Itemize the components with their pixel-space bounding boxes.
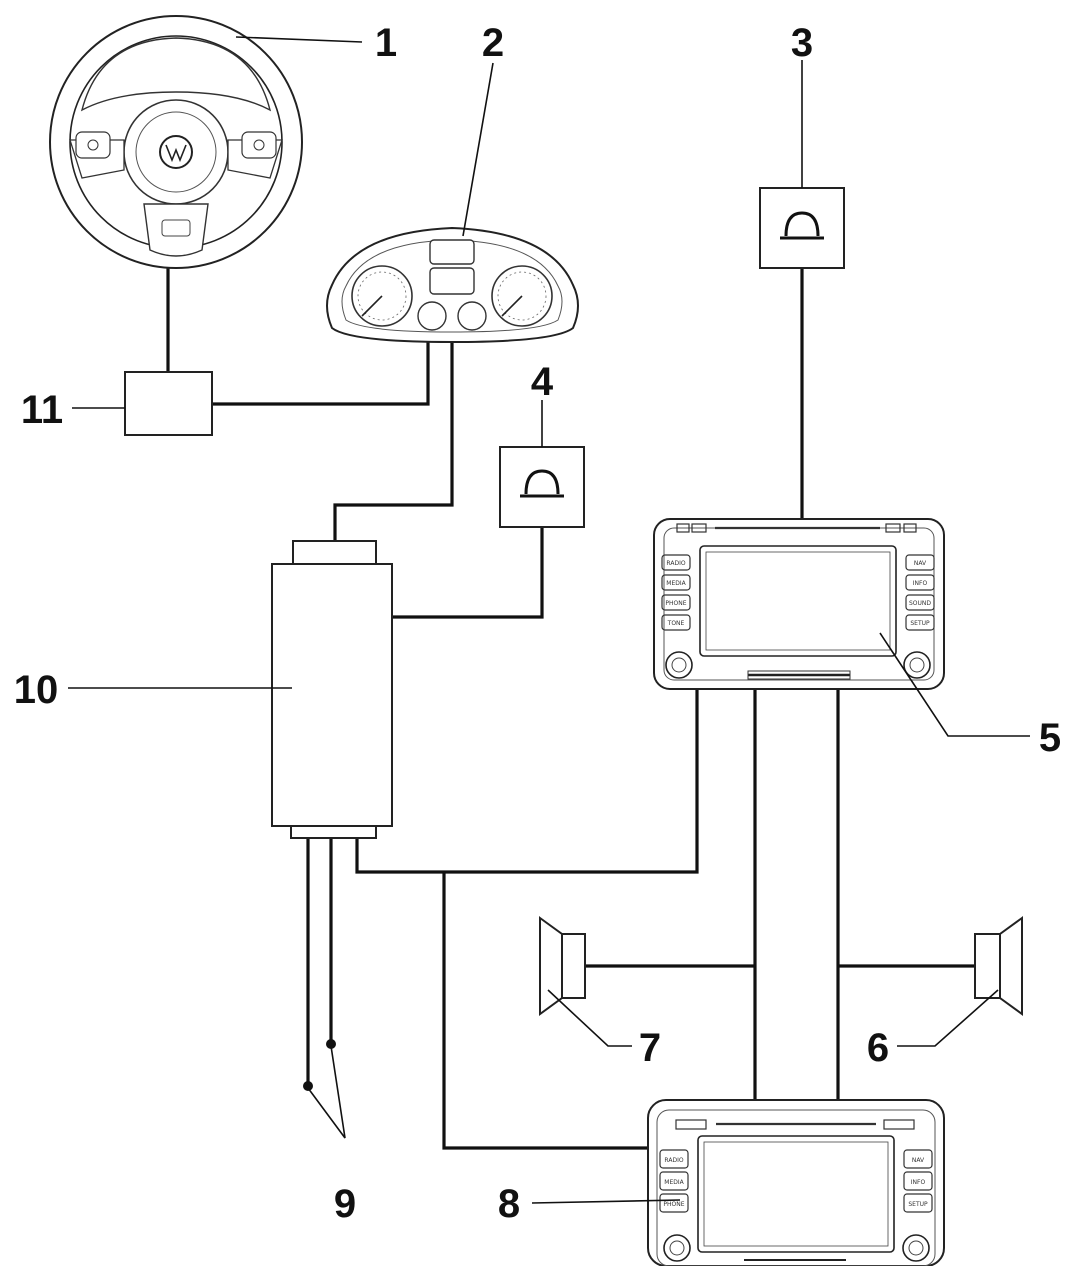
amplifier-unit [271,540,393,839]
cable-end-terminal-a [303,1081,313,1091]
callout-4: 4 [531,360,554,404]
radio-top-right-button-1: NAV [914,560,927,567]
antenna-module-4 [499,446,585,528]
leader-2 [462,62,494,237]
leader-lines [68,36,1030,1204]
speaker-left [539,916,586,1016]
speaker-right [974,916,1023,1016]
callout-8: 8 [498,1182,520,1226]
leader-6 [897,989,999,1047]
radio-top-left-button-3: PHONE [665,600,686,607]
radio-bottom-right-button-2: INFO [911,1179,926,1186]
leader-5 [879,632,1030,737]
callout-9: 9 [334,1182,356,1226]
radio-display-unit: RADIO MEDIA PHONE NAV INFO SETUP [647,1099,945,1266]
callout-3: 3 [791,21,813,65]
radio-top-left-button-1: RADIO [666,560,685,567]
multifunction-steering-wheel [49,15,303,269]
leader-8 [531,1199,681,1204]
wire-amplifier-to-radio-8 [442,872,655,1150]
radio-top-right-buttons: NAV INFO SOUND SETUP [905,554,935,631]
leader-7 [547,989,632,1047]
wire-antenna-4-to-amplifier [392,527,544,619]
callout-7: 7 [639,1026,661,1070]
callout-1: 1 [375,21,397,65]
wire-cluster-to-amplifier [333,342,454,541]
callout-2: 2 [482,21,504,65]
cable-end-terminal-b [326,1039,336,1049]
radio-top-right-button-2: INFO [913,580,928,587]
callout-11: 11 [21,388,63,432]
radio-bottom-left-button-2: MEDIA [664,1179,684,1186]
radio-top-left-buttons: RADIO MEDIA PHONE TONE [661,554,691,631]
steering-column-control-unit [124,371,213,436]
radio-top-left-button-2: MEDIA [666,580,686,587]
radio-top-right-button-4: SETUP [910,620,930,627]
instrument-cluster [326,226,579,344]
radio-top-left-button-4: TONE [667,620,685,627]
radio-navigation-unit: RADIO MEDIA PHONE TONE NAV INFO SOUND SE… [653,518,945,690]
antenna-module-3 [759,187,845,269]
radio-bottom-right-button-3: SETUP [908,1201,928,1208]
radio-bottom-left-buttons: RADIO MEDIA PHONE [659,1149,689,1213]
radio-bottom-right-button-1: NAV [912,1157,925,1164]
radio-bottom-left-button-3: PHONE [663,1201,684,1208]
leader-9 [307,1045,346,1139]
callout-5: 5 [1039,716,1061,760]
callout-6: 6 [867,1026,889,1070]
wiring [166,268,975,1150]
wire-unit-11-to-cluster [212,342,430,406]
radio-bottom-left-button-1: RADIO [664,1157,683,1164]
radio-top-right-button-3: SOUND [909,600,931,607]
radio-bottom-right-buttons: NAV INFO SETUP [903,1149,933,1213]
callout-10: 10 [14,668,59,712]
callout-labels: 1 2 3 4 5 6 7 8 9 10 11 [14,21,1061,1226]
wire-amplifier-to-radio [355,688,699,874]
leader-1 [235,36,363,43]
